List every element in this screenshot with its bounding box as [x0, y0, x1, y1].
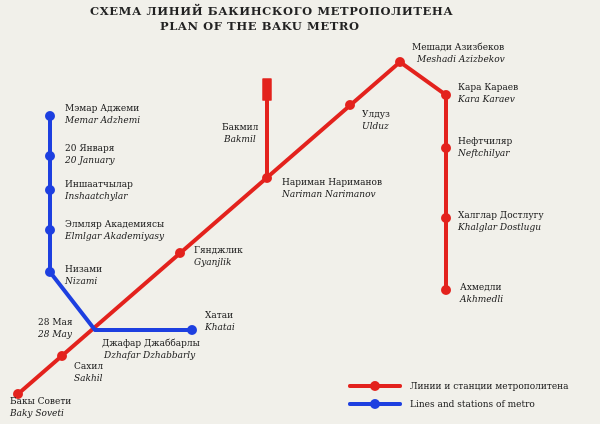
legend: Линии и станции метрополитена Lines and … — [348, 381, 569, 410]
station-dots — [13, 57, 451, 399]
station-dot-elmlyar-akademiyasy[interactable] — [45, 225, 55, 235]
label-neftchilyar-ru: Нефтчиляр — [458, 137, 513, 147]
label-kara-karaev-en: Kara Karaev — [457, 95, 515, 105]
label-ulduz-en: Ulduz — [362, 122, 389, 132]
station-labels: Мешади Азизбеков Meshadi Azizbekov Кара … — [9, 42, 544, 419]
label-khalglar-dostlugu-en: Khalglar Dostlugu — [457, 223, 541, 233]
label-meshadi-azizbekov-ru: Мешади Азизбеков — [412, 42, 504, 53]
label-baky-soveti-ru: Бакы Совети — [10, 397, 71, 407]
label-inshaatchylar-en: Inshaatchylar — [64, 192, 128, 202]
label-nariman-narimanov-en: Nariman Narimanov — [281, 190, 376, 200]
label-28-may-en: 28 May — [37, 330, 73, 340]
label-gyandzhlik-en: Gyanjlik — [194, 258, 231, 268]
label-ulduz-ru: Улдуз — [362, 110, 390, 120]
red-line — [16, 60, 448, 396]
label-inshaatchylar-ru: Иншаатчылар — [65, 180, 133, 190]
label-khatai-ru: Хатаи — [205, 311, 233, 321]
label-20-january-en: 20 January — [64, 156, 116, 166]
label-akhmedli-ru: Ахмедли — [460, 283, 501, 293]
station-dot-nizami[interactable] — [45, 267, 55, 277]
label-nizami-ru: Низами — [65, 265, 102, 275]
station-dot-neftchilyar[interactable] — [441, 143, 451, 153]
map-title-ru: СХЕМА ЛИНИЙ БАКИНСКОГО МЕТРОПОЛИТЕНА — [90, 3, 453, 18]
station-dot-20-january[interactable] — [45, 151, 55, 161]
label-nariman-narimanov-ru: Нариман Нариманов — [282, 178, 382, 188]
station-dot-sakhil[interactable] — [57, 351, 67, 361]
label-elmlyar-akademiyasy-ru: Элмляр Академиясы — [65, 220, 164, 230]
label-khatai-en: Khatai — [204, 323, 235, 333]
label-gyandzhlik-ru: Гянджлик — [194, 246, 243, 256]
station-dot-ulduz[interactable] — [345, 100, 355, 110]
label-nizami-en: Nizami — [64, 277, 97, 287]
station-dot-inshaatchylar[interactable] — [45, 185, 55, 195]
label-bakmil-ru: Бакмил — [222, 123, 259, 133]
label-elmlyar-akademiyasy-en: Elmlgar Akademiyasy — [64, 232, 165, 242]
station-dot-baky-soveti[interactable] — [13, 389, 23, 399]
label-akhmedli-en: Akhmedli — [459, 295, 503, 305]
legend-text-ru: Линии и станции метрополитена — [410, 382, 569, 392]
label-dzhafar-dzhabbarly-ru: Джафар Джаббарлы — [102, 338, 200, 349]
map-title-en: PLAN OF THE BAKU METRO — [160, 19, 360, 33]
station-dot-kara-karaev[interactable] — [441, 90, 451, 100]
label-khalglar-dostlugu-ru: Халглар Достлугу — [458, 211, 544, 221]
legend-blue-dot — [370, 399, 380, 409]
station-dot-memar-adzhemi[interactable] — [45, 111, 55, 121]
label-memar-adzhemi-en: Memar Adzhemi — [64, 116, 140, 126]
label-20-january-ru: 20 Января — [65, 144, 115, 154]
station-dot-khatai[interactable] — [187, 325, 197, 335]
label-dzhafar-dzhabbarly-en: Dzhafar Dzhabbarly — [103, 351, 196, 361]
station-dot-khalglar-dostlugu[interactable] — [441, 213, 451, 223]
station-dot-akhmedli[interactable] — [441, 285, 451, 295]
label-bakmil-en: Bakmil — [223, 135, 256, 145]
legend-red-dot — [370, 381, 380, 391]
label-meshadi-azizbekov-en: Meshadi Azizbekov — [416, 55, 505, 65]
station-dot-nariman-narimanov[interactable] — [262, 173, 272, 183]
legend-text-en: Lines and stations of metro — [410, 400, 535, 410]
station-dot-gyandzhlik[interactable] — [175, 248, 185, 258]
label-sakhil-ru: Сахил — [74, 362, 103, 372]
label-28-may-ru: 28 Мая — [38, 318, 73, 328]
station-dot-meshadi-azizbekov[interactable] — [395, 57, 405, 67]
label-sakhil-en: Sakhil — [74, 374, 103, 384]
label-kara-karaev-ru: Кара Караев — [458, 83, 518, 93]
label-neftchilyar-en: Neftchilyar — [457, 149, 510, 159]
label-baky-soveti-en: Baky Soveti — [9, 409, 64, 419]
label-memar-adzhemi-ru: Мэмар Аджеми — [65, 104, 139, 114]
